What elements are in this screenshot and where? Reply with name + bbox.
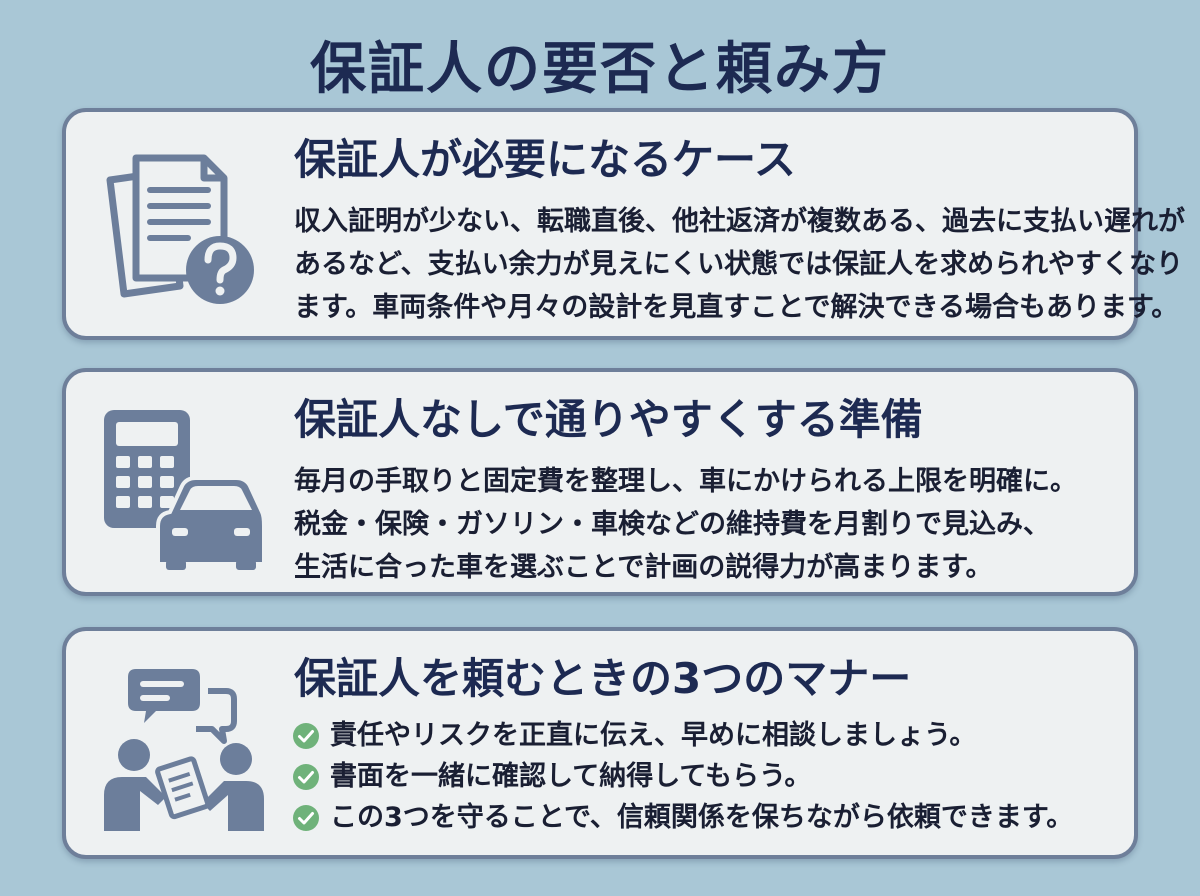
section-body: 毎月の手取りと固定費を整理し、車にかけられる上限を明確に。 税金・保険・ガソリン… bbox=[294, 460, 1118, 589]
card-guarantor-required-cases: 保証人が必要になるケース 収入証明が少ない、転職直後、他社返済が複数ある、過去に… bbox=[62, 108, 1185, 340]
body-line: 毎月の手取りと固定費を整理し、車にかけられる上限を明確に。 bbox=[294, 466, 1077, 497]
section-heading: 保証人が必要になるケース bbox=[294, 135, 796, 184]
section-body: 収入証明が少ない、転職直後、他社返済が複数ある、過去に支払い遅れが あるなど、支… bbox=[294, 200, 1185, 329]
document-question-icon bbox=[106, 154, 254, 304]
check-circle-icon bbox=[293, 804, 319, 831]
card-asking-manners: 保証人を頼むときの3つのマナー 責任やリスクを正直に伝え、早めに相談しましょう。… bbox=[62, 627, 1138, 859]
page-title: 保証人の要否と頼み方 bbox=[310, 37, 890, 102]
card-preparation-without-guarantor: 保証人なしで通りやすくする準備 毎月の手取りと固定費を整理し、車にかけられる上限… bbox=[62, 368, 1138, 596]
bullet-list: 責任やリスクを正直に伝え、早めに相談しましょう。 書面を一緒に確認して納得しても… bbox=[292, 715, 1118, 838]
bullet-text: 書面を一緒に確認して納得してもらう。 bbox=[330, 761, 812, 792]
bullet-text: この3つを守ることで、信頼関係を保ちながら依頼できます。 bbox=[330, 802, 1074, 833]
bullet-item: 書面を一緒に確認して納得してもらう。 bbox=[292, 756, 1118, 797]
body-line: 生活に合った車を選ぶことで計画の説得力が高まります。 bbox=[294, 552, 993, 583]
body-line: あるなど、支払い余力が見えにくい状態では保証人を求められやすくなり bbox=[294, 249, 1184, 280]
body-line: 税金・保険・ガソリン・車検などの維持費を月割りで見込み、 bbox=[294, 509, 1050, 540]
body-line: 収入証明が少ない、転職直後、他社返済が複数ある、過去に支払い遅れが bbox=[294, 206, 1185, 237]
calculator-car-icon bbox=[104, 410, 266, 570]
body-line: ます。車両条件や月々の設計を見直すことで解決できる場合もあります。 bbox=[294, 292, 1179, 323]
section-heading: 保証人を頼むときの3つのマナー bbox=[294, 654, 912, 703]
check-circle-icon bbox=[293, 763, 319, 790]
check-circle-icon bbox=[293, 722, 319, 749]
bullet-item: 責任やリスクを正直に伝え、早めに相談しましょう。 bbox=[292, 715, 1118, 756]
bullet-text: 責任やリスクを正直に伝え、早めに相談しましょう。 bbox=[330, 720, 977, 751]
section-heading: 保証人なしで通りやすくする準備 bbox=[294, 395, 923, 444]
bullet-item: この3つを守ることで、信頼関係を保ちながら依頼できます。 bbox=[292, 797, 1118, 838]
people-conversation-icon bbox=[104, 669, 264, 831]
